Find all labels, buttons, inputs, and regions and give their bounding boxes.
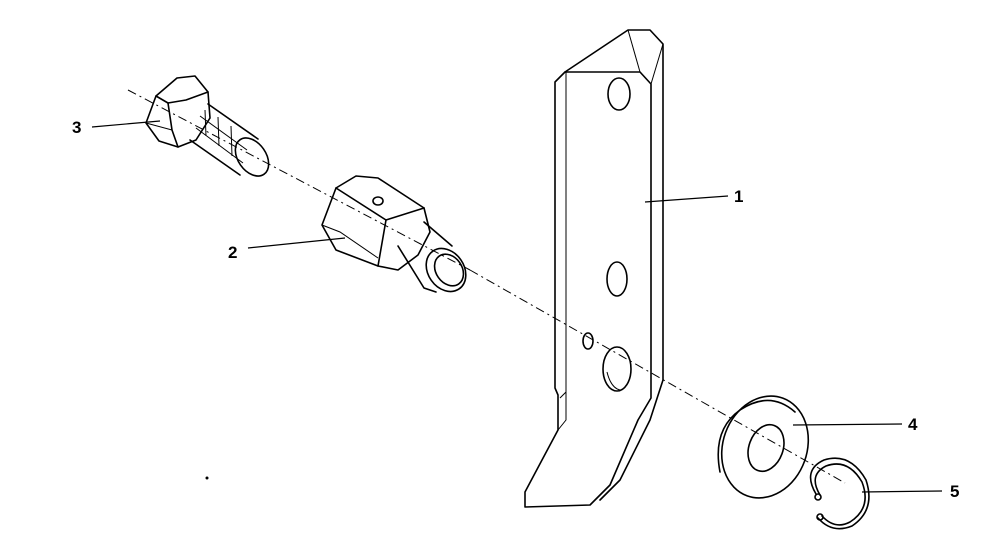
callout-4: 4	[792, 415, 918, 434]
part-snap-ring	[809, 457, 870, 530]
speck-mark	[205, 476, 209, 480]
callout-label-4: 4	[908, 415, 918, 434]
assembly-axis	[127, 89, 846, 484]
part-flat-washer	[717, 395, 810, 499]
callout-1: 1	[644, 187, 743, 206]
part-bracket-plate	[524, 29, 664, 508]
callout-3: 3	[72, 118, 161, 137]
part-hex-bolt	[145, 75, 270, 177]
callout-label-1: 1	[734, 187, 743, 206]
callout-2: 2	[228, 237, 346, 262]
callout-label-3: 3	[72, 118, 81, 137]
part-hex-spacer	[321, 175, 467, 293]
callout-5: 5	[861, 482, 959, 501]
callout-label-5: 5	[950, 482, 959, 501]
callout-label-2: 2	[228, 243, 237, 262]
